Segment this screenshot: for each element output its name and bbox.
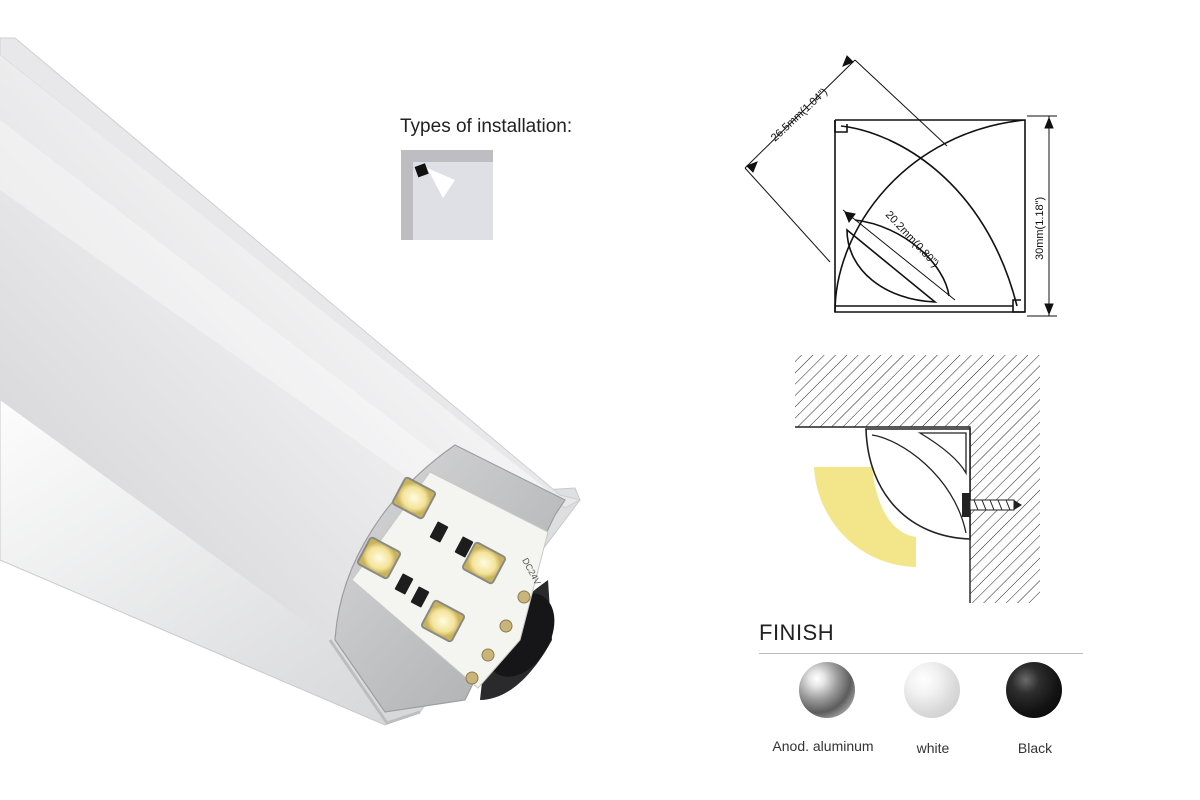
- finish-label-black: Black: [1017, 740, 1053, 756]
- finish-swatch-white[interactable]: [904, 662, 960, 718]
- dim-height-label: 30mm(1.18"): [1034, 197, 1046, 260]
- dim-inner-label: 20.2mm(0.80"): [883, 209, 941, 270]
- screw-icon: [962, 493, 1022, 517]
- led-strip: DC24V: [351, 471, 549, 689]
- corner-installation-icon: [401, 150, 493, 240]
- finish-swatch-black[interactable]: [1006, 662, 1062, 718]
- corner-mounting-drawing: [795, 355, 1040, 603]
- finish-divider: [759, 653, 1083, 654]
- finish-label-anodized-aluminum: Anod. aluminum: [772, 738, 874, 754]
- installation-types-title: Types of installation:: [400, 116, 573, 137]
- corner-profile-product-image: DC24V: [0, 37, 582, 726]
- cross-section-drawing: 26.5mm(1.04") 20.2mm(0.80") 30mm(1.18"): [744, 55, 1057, 317]
- finish-title: FINISH: [759, 620, 835, 645]
- finish-swatch-anodized-aluminum[interactable]: [799, 662, 855, 718]
- finish-label-white: white: [916, 740, 950, 756]
- dim-width-label: 26.5mm(1.04"): [769, 86, 830, 144]
